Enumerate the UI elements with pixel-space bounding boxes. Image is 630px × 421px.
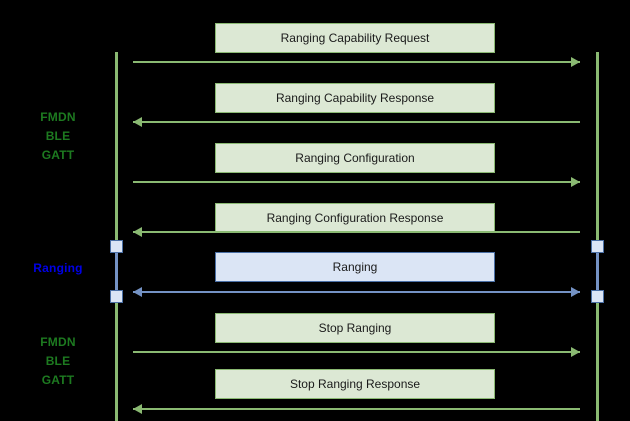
left-activation-start-node: [110, 240, 123, 253]
phase-label-ranging: Ranging: [33, 261, 83, 275]
arrow-shaft: [133, 408, 580, 410]
arrow-shaft: [133, 351, 580, 353]
message-arrow-ranging: [133, 287, 580, 297]
arrow-head-right-icon: [571, 57, 580, 67]
arrow-shaft: [133, 121, 580, 123]
phase-label-fmdn-ble-gatt-bottom: FMDN BLE GATT: [40, 335, 76, 387]
message-arrow-stop-ranging: [133, 347, 580, 357]
right-activation-start-node: [591, 240, 604, 253]
left-activation-end-node: [110, 290, 123, 303]
arrow-head-right-icon: [571, 177, 580, 187]
message-box-ranging: Ranging: [215, 252, 495, 282]
phase-label-fmdn-ble-gatt-top: FMDN BLE GATT: [40, 110, 76, 162]
arrow-head-right-icon: [571, 347, 580, 357]
arrow-head-left-icon: [133, 117, 142, 127]
arrow-shaft: [133, 181, 580, 183]
right-activation-line: [596, 246, 599, 296]
message-arrow-ranging-configuration-response: [133, 227, 580, 237]
right-lifeline: [596, 52, 599, 421]
arrow-shaft: [133, 291, 580, 293]
left-activation-line: [115, 246, 118, 296]
message-arrow-ranging-capability-response: [133, 117, 580, 127]
message-box-stop-ranging: Stop Ranging: [215, 313, 495, 343]
arrow-shaft: [133, 61, 580, 63]
message-box-ranging-capability-request: Ranging Capability Request: [215, 23, 495, 53]
message-arrow-ranging-configuration: [133, 177, 580, 187]
message-box-ranging-configuration: Ranging Configuration: [215, 143, 495, 173]
arrow-head-left-icon: [133, 227, 142, 237]
right-activation-end-node: [591, 290, 604, 303]
left-lifeline: [115, 52, 118, 421]
arrow-head-left-icon: [133, 287, 142, 297]
message-box-ranging-configuration-response: Ranging Configuration Response: [215, 203, 495, 233]
arrow-head-left-icon: [133, 404, 142, 414]
message-arrow-stop-ranging-response: [133, 404, 580, 414]
message-box-ranging-capability-response: Ranging Capability Response: [215, 83, 495, 113]
arrow-head-right-icon: [571, 287, 580, 297]
message-arrow-ranging-capability-request: [133, 57, 580, 67]
arrow-shaft: [133, 231, 580, 233]
message-box-stop-ranging-response: Stop Ranging Response: [215, 369, 495, 399]
